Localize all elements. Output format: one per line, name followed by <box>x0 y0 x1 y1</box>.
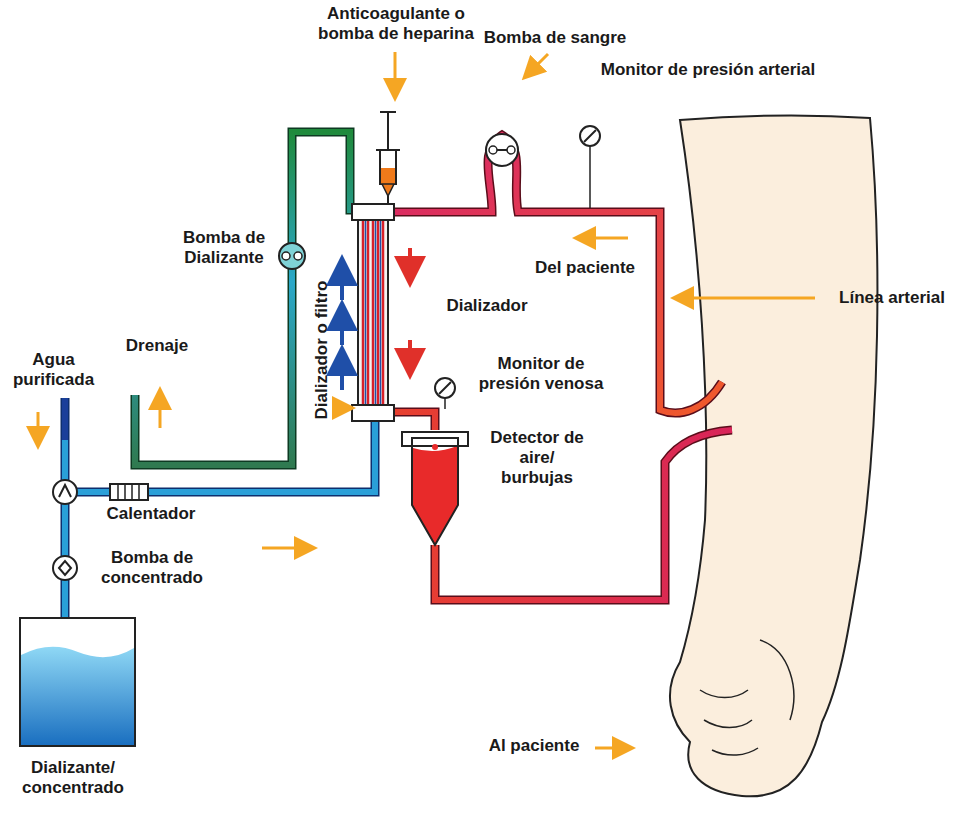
air-bubble-detector <box>402 432 468 545</box>
concentrate-tank <box>20 618 135 746</box>
blood-pump <box>486 134 518 166</box>
dialysate-supply <box>20 398 375 746</box>
tank-label: Dializante/ concentrado <box>8 758 138 798</box>
arm-illustration <box>670 115 877 796</box>
mixing-pump <box>53 480 77 504</box>
gauge-label: Monitor de presión venosa <box>466 354 616 394</box>
arterial-pressure-monitor <box>580 126 600 208</box>
heater-label: Calentador <box>96 504 206 524</box>
dialysate-pump <box>279 243 305 269</box>
heparin-syringe <box>376 112 400 212</box>
leader-arrows <box>38 52 815 748</box>
water-label: Agua purificada <box>6 350 101 390</box>
line-label: Línea arterial <box>822 288 962 308</box>
filter-label: Dializador o filtro <box>312 281 332 420</box>
syringe-label: Anticoagulante o bomba de heparina <box>300 4 492 44</box>
pump-label: Bomba de sangre <box>480 28 630 48</box>
venous-pressure-monitor <box>435 378 455 409</box>
flow-label: Del paciente <box>520 258 650 278</box>
pump-label: Bomba de Dializante <box>168 228 280 268</box>
dialysate-drain-line <box>135 132 355 465</box>
detector-label: Detector de aire/ burbujas <box>482 428 592 488</box>
blood-lines <box>388 134 732 600</box>
pump-label: Bomba de concentrado <box>92 548 212 588</box>
drain-label: Drenaje <box>112 336 202 356</box>
flow-arrows <box>342 248 410 390</box>
dialyzer-label: Dializador <box>432 296 542 316</box>
concentrate-pump <box>53 556 77 580</box>
flow-label: Al paciente <box>474 736 594 756</box>
heater <box>110 484 148 500</box>
dialyzer <box>352 204 394 421</box>
gauge-label: Monitor de presión arterial <box>568 60 848 80</box>
